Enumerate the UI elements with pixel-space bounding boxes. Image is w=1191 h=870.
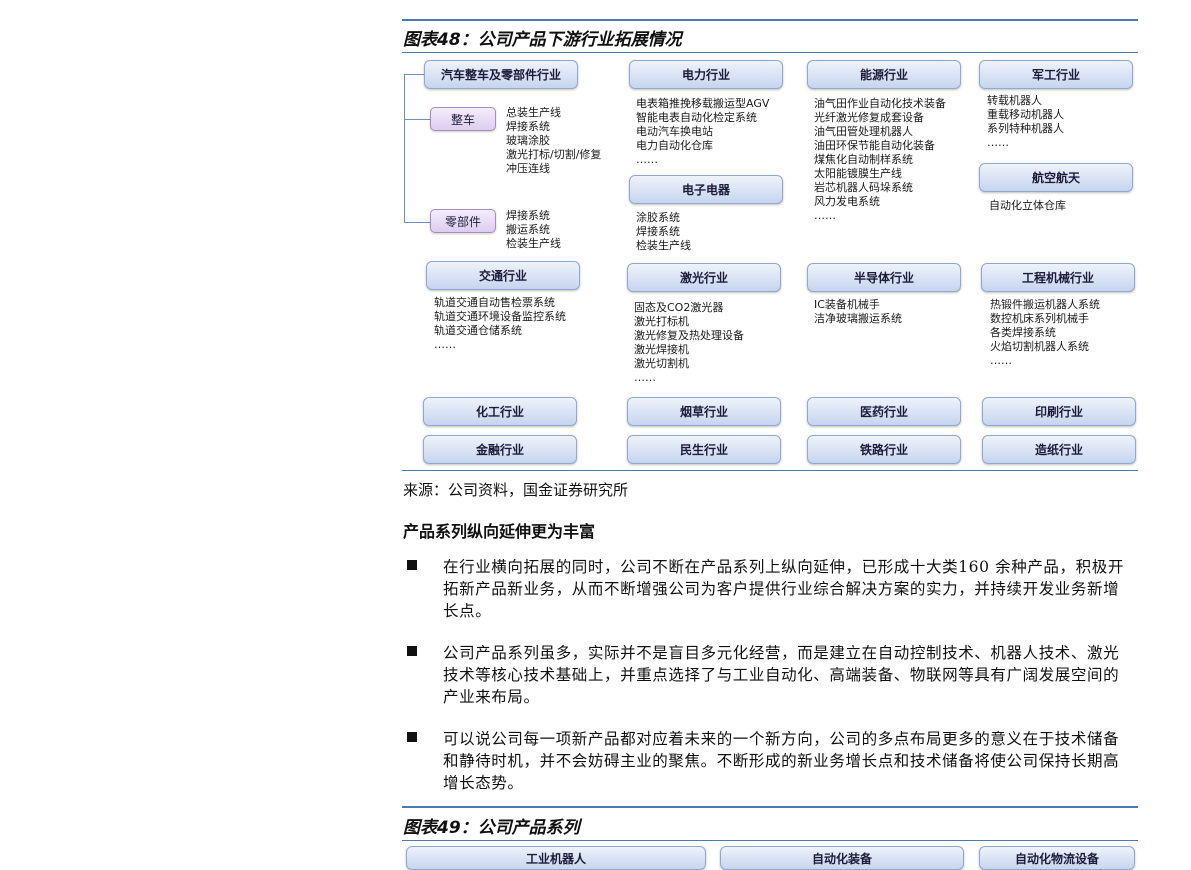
military-industry-box: 军工行业 [979,60,1133,89]
bullet-text: 可以说公司每一项新产品都对应着未来的一个新方向，公司的多点布局更多的意义在于技术… [443,730,1120,792]
industry-box: 医药行业 [807,397,961,426]
semiconductor-industry-box: 半导体行业 [807,263,961,292]
auto-industry-box: 汽车整车及零部件行业 [424,60,578,89]
aerospace-items: 自动化立体仓库 [989,199,1066,212]
engineering-industry-box: 工程机械行业 [981,263,1135,292]
bullet-text: 在行业横向拓展的同时，公司不断在产品系列上纵向延伸，已形成十大类160 余种产品… [443,558,1124,620]
bullet-paragraph: 在行业横向拓展的同时，公司不断在产品系列上纵向延伸，已形成十大类160 余种产品… [403,556,1133,622]
semiconductor-items: IC装备机械手 洁净玻璃搬运系统 [814,298,902,325]
bullet-square-icon [407,560,417,570]
vehicle-box: 整车 [430,107,496,131]
figure-bottom-rule [402,470,1138,471]
section-heading: 产品系列纵向延伸更为丰富 [403,522,596,541]
industry-box: 造纸行业 [982,435,1136,464]
vehicle-items: 总装生产线 焊接系统 玻璃涂胶 激光打标/切割/修复 冲压连线 [506,106,602,175]
tree-connector [404,119,430,120]
engineering-items: 热锻件搬运机器人系统 数控机床系列机械手 各类焊接系统 火焰切割机器人系统 …… [990,298,1100,367]
industry-box: 金融行业 [423,435,577,464]
power-industry-box: 电力行业 [629,60,783,89]
bullet-text: 公司产品系列虽多，实际并不是盲目多元化经营，而是建立在自动控制技术、机器人技术、… [443,644,1120,706]
parts-box: 零部件 [430,209,496,233]
industry-box: 铁路行业 [807,435,961,464]
tree-connector [404,74,424,75]
figure-title-rule [402,840,1138,841]
bullet-paragraph: 可以说公司每一项新产品都对应着未来的一个新方向，公司的多点布局更多的意义在于技术… [403,728,1133,794]
product-series-box: 工业机器人 [406,846,706,870]
tree-connector [404,222,430,223]
product-series-box: 自动化装备 [720,846,964,870]
industry-box: 化工行业 [423,397,577,426]
transport-items: 轨道交通自动售检票系统 轨道交通环境设备监控系统 轨道交通仓储系统 …… [434,296,566,351]
power-items: 电表箱推挽移载搬运型AGV 智能电表自动化检定系统 电动汽车换电站 电力自动化仓… [636,97,770,166]
industry-box: 烟草行业 [627,397,781,426]
bullet-square-icon [407,732,417,742]
transport-industry-box: 交通行业 [426,261,580,290]
laser-industry-box: 激光行业 [627,263,781,292]
industry-box: 印刷行业 [982,397,1136,426]
laser-items: 固态及CO2激光器 激光打标机 激光修复及热处理设备 激光焊接机 激光切割机 …… [634,301,744,384]
bullet-paragraph: 公司产品系列虽多，实际并不是盲目多元化经营，而是建立在自动控制技术、机器人技术、… [403,642,1133,708]
energy-items: 油气田作业自动化技术装备 光纤激光修复成套设备 油气田管处理机器人 油田环保节能… [814,97,946,222]
figure-top-rule [402,19,1138,21]
bullet-square-icon [407,646,417,656]
electronics-items: 涂胶系统 焊接系统 检装生产线 [636,211,691,252]
figure-48-title: 图表48：公司产品下游行业拓展情况 [403,30,682,50]
parts-items: 焊接系统 搬运系统 检装生产线 [506,209,561,250]
figure-title-rule [402,52,1138,53]
aerospace-box: 航空航天 [979,163,1133,192]
figure-49-title: 图表49：公司产品系列 [403,818,580,838]
figure-source: 来源：公司资料，国金证券研究所 [403,481,629,499]
electronics-box: 电子电器 [629,175,783,204]
product-series-box: 自动化物流设备 [979,846,1135,870]
energy-industry-box: 能源行业 [807,60,961,89]
industry-box: 民生行业 [627,435,781,464]
military-items: 转载机器人 重载移动机器人 系列特种机器人 …… [987,94,1064,149]
figure-top-rule [402,806,1138,808]
tree-connector [404,74,405,223]
